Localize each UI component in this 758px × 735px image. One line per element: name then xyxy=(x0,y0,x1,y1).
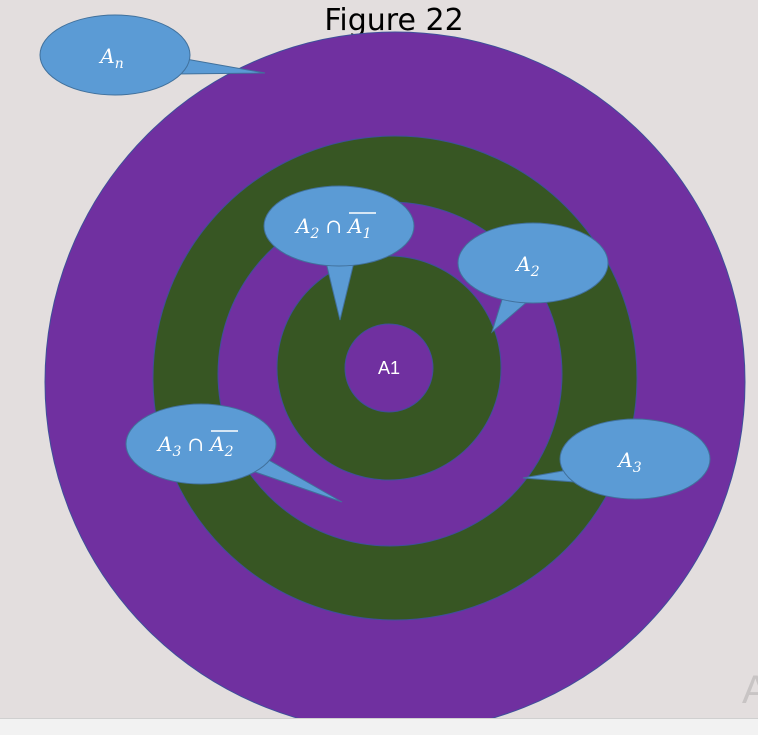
callout-a2-not-a1: A2∩A1 xyxy=(263,185,415,321)
callout-a2na1-base: A xyxy=(294,214,310,238)
svg-text:An: An xyxy=(98,44,123,72)
svg-text:A3∩A2: A3∩A2 xyxy=(156,432,234,460)
center-label: A1 xyxy=(378,358,400,378)
callout-a2na1-op: ∩ xyxy=(325,214,342,238)
callout-an: An xyxy=(39,14,266,96)
svg-text:A3: A3 xyxy=(616,448,641,476)
callout-a3na2-sub2: 2 xyxy=(224,444,234,460)
concentric-rings xyxy=(44,31,746,733)
callout-a2-sub: 2 xyxy=(530,264,540,280)
ring-center-purple xyxy=(344,323,434,413)
callout-a2na1-base2: A xyxy=(346,214,362,238)
corner-glyph: A xyxy=(742,668,758,712)
svg-text:A2∩A1: A2∩A1 xyxy=(294,214,372,242)
callout-a3na2-base: A xyxy=(156,432,172,456)
callout-a2: A2 xyxy=(457,222,609,334)
callout-a3na2-sub: 3 xyxy=(172,444,181,460)
callout-a3-sub: 3 xyxy=(633,460,642,476)
callout-a3-not-a2: A3∩A2 xyxy=(125,403,343,503)
callout-an-base: A xyxy=(98,44,114,68)
callout-a2na1-sub: 2 xyxy=(309,226,319,242)
svg-text:A2: A2 xyxy=(514,252,539,280)
bottom-strip xyxy=(0,718,758,735)
callout-an-sub: n xyxy=(115,56,124,72)
callout-a3-base: A xyxy=(616,448,632,472)
callout-a3na2-op: ∩ xyxy=(187,432,204,456)
callout-a3: A3 xyxy=(522,418,711,500)
callout-a2na1-sub2: 1 xyxy=(363,226,372,242)
callout-a2-base: A xyxy=(514,252,530,276)
callout-a3na2-base2: A xyxy=(208,432,224,456)
